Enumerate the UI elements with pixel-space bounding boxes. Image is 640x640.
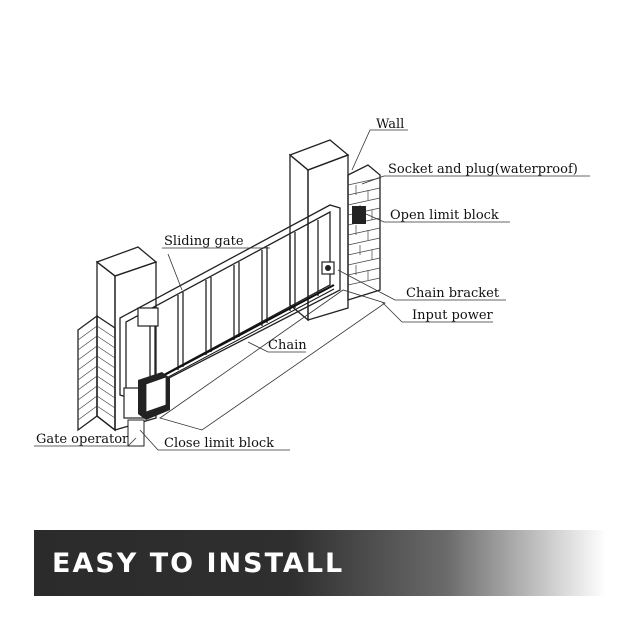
ground-rail <box>159 289 386 431</box>
chain <box>139 284 335 393</box>
label-close-limit-block: Close limit block <box>164 436 274 451</box>
close-limit-block <box>137 307 159 327</box>
banner-title: EASY TO INSTALL <box>52 547 345 579</box>
label-chain: Chain <box>268 338 307 353</box>
label-socket-and-plug: Socket and plug(waterproof) <box>388 162 578 177</box>
label-input-power: Input power <box>412 308 494 323</box>
feature-banner: EASY TO INSTALL <box>34 530 606 596</box>
label-chain-bracket: Chain bracket <box>406 286 500 301</box>
socket-box <box>352 206 366 224</box>
leader-lines <box>34 129 590 451</box>
label-open-limit-block: Open limit block <box>390 208 499 223</box>
label-sliding-gate: Sliding gate <box>164 234 244 249</box>
label-gate-operator: Gate operator <box>36 432 129 447</box>
gate-operator-motor <box>123 372 170 447</box>
right-brick-wall <box>347 164 381 301</box>
label-wall: Wall <box>376 117 404 132</box>
chain-bracket <box>321 261 335 275</box>
gate-installation-diagram: Wall Socket and plug(waterproof) Open li… <box>34 117 590 451</box>
left-brick-wall <box>77 314 116 432</box>
